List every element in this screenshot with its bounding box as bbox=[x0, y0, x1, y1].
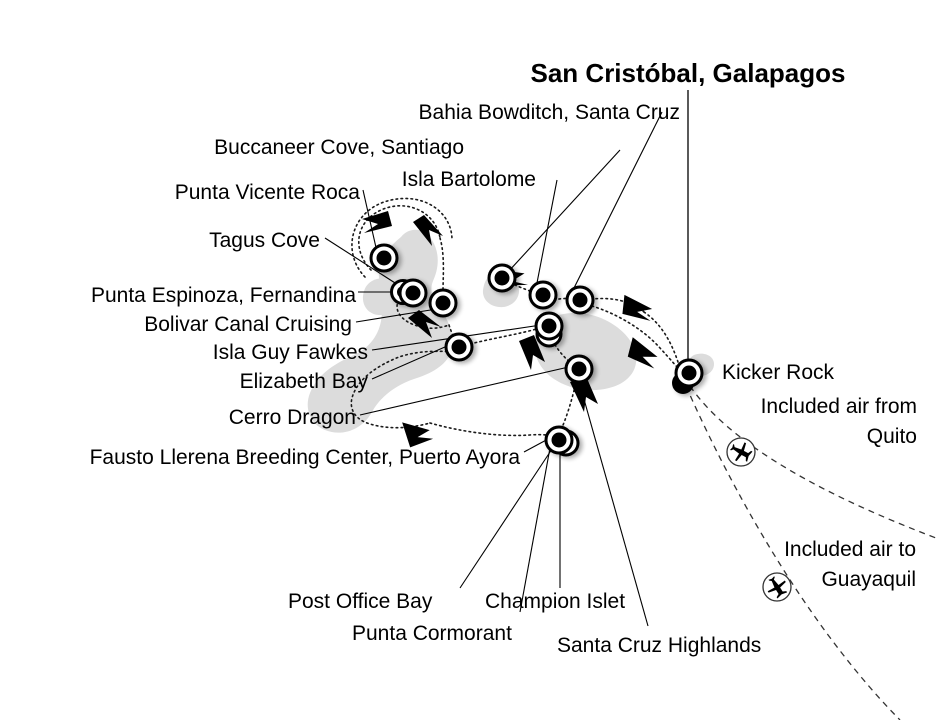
label-included-air-quito: Quito bbox=[866, 425, 917, 448]
route-direction-arrow-icon bbox=[570, 376, 598, 412]
port-marker-puerto-ayora[interactable] bbox=[544, 425, 580, 457]
route-segment-northwest bbox=[358, 205, 441, 271]
label-post-office-bay: Post Office Bay bbox=[288, 590, 433, 613]
port-marker-icon bbox=[405, 285, 421, 301]
label-punta-espinoza: Punta Espinoza, Fernandina bbox=[90, 284, 356, 307]
leader-tagus-cove bbox=[324, 237, 407, 291]
island-fernandina bbox=[362, 278, 400, 316]
port-marker-isla-bartolome[interactable] bbox=[528, 280, 558, 310]
label-tagus-cove: Tagus Cove bbox=[209, 229, 320, 252]
route-segment-cerro-dragon bbox=[429, 422, 559, 439]
route-direction-arrow-icon bbox=[402, 422, 434, 448]
islands-layer bbox=[307, 229, 714, 433]
leader-buccaneer-cove bbox=[507, 149, 621, 273]
leader-isla-bartolome bbox=[535, 179, 558, 289]
port-marker-icon bbox=[551, 432, 567, 448]
port-marker-bahia-bowditch[interactable] bbox=[565, 285, 595, 315]
airplane-icon bbox=[730, 442, 753, 462]
port-marker-icon bbox=[572, 292, 588, 308]
port-marker-icon bbox=[535, 287, 551, 303]
port-marker-icon bbox=[571, 361, 587, 377]
port-marker-icon bbox=[435, 295, 451, 311]
airplane-icon bbox=[767, 576, 788, 599]
route-direction-arrow-icon bbox=[413, 215, 443, 246]
leader-punta-cormorant bbox=[519, 447, 551, 613]
route-segment-kicker-approach-1 bbox=[643, 311, 679, 363]
leader-bahia-bowditch bbox=[571, 111, 663, 293]
label-isla-guy-fawkes: Isla Guy Fawkes bbox=[212, 341, 368, 364]
label-kicker-rock: Kicker Rock bbox=[722, 361, 835, 384]
port-marker-kicker-rock[interactable] bbox=[672, 358, 704, 394]
port-marker-icon bbox=[376, 250, 392, 266]
route-segment-isabela-east bbox=[439, 237, 445, 293]
label-elizabeth-bay: Elizabeth Bay bbox=[239, 370, 368, 393]
port-marker-punta-vicente-roca[interactable] bbox=[369, 243, 399, 273]
page-title: San Cristóbal, Galapagos bbox=[530, 58, 846, 88]
route-direction-arrow-icon bbox=[622, 294, 653, 321]
air-route-guayaquil-path bbox=[685, 385, 901, 720]
label-included-air-guayaquil: Guayaquil bbox=[821, 568, 916, 591]
air-route-quito-badge[interactable] bbox=[726, 437, 756, 467]
port-marker-buccaneer-cove[interactable] bbox=[487, 263, 517, 293]
leader-cerro-dragon bbox=[359, 365, 574, 416]
leader-punta-vicente bbox=[362, 189, 378, 253]
route-segment-south-isabela bbox=[350, 350, 453, 429]
route-direction-arrow-icon bbox=[519, 335, 545, 370]
label-santa-cruz-highlands: Santa Cruz Highlands bbox=[557, 634, 762, 657]
leader-lines-layer bbox=[324, 90, 689, 627]
label-bolivar-canal: Bolivar Canal Cruising bbox=[144, 313, 352, 336]
air-route-quito-path bbox=[689, 385, 936, 539]
route-segment-guyfawkes-west bbox=[469, 327, 541, 345]
leader-post-office-bay bbox=[459, 445, 555, 589]
label-included-air-to: Included air to bbox=[784, 538, 916, 561]
leader-bolivar-canal bbox=[355, 307, 444, 323]
label-cerro-dragon: Cerro Dragon bbox=[228, 406, 356, 429]
port-marker-elizabeth-bay[interactable] bbox=[444, 332, 474, 362]
label-included-air-from: Included air from bbox=[760, 395, 917, 418]
label-punta-cormorant: Punta Cormorant bbox=[352, 622, 512, 645]
port-markers-layer bbox=[369, 243, 704, 457]
leader-santa-cruz-highlands bbox=[577, 377, 649, 627]
label-champion-islet: Champion Islet bbox=[485, 590, 626, 613]
leader-elizabeth-bay bbox=[371, 342, 455, 380]
route-segment-santacruz-north bbox=[548, 330, 571, 363]
route-segment-espinoza bbox=[396, 295, 450, 330]
port-marker-icon bbox=[681, 365, 697, 381]
label-buccaneer-cove: Buccaneer Cove, Santiago bbox=[214, 136, 464, 159]
port-marker-icon bbox=[541, 318, 557, 334]
label-isla-bartolome: Isla Bartolome bbox=[401, 168, 536, 191]
port-marker-icon bbox=[494, 270, 510, 286]
port-marker-isla-guy-fawkes[interactable] bbox=[534, 311, 564, 348]
port-marker-tagus-cove[interactable] bbox=[428, 288, 458, 318]
route-direction-arrow-icon bbox=[408, 310, 441, 338]
route-direction-arrow-icon bbox=[627, 337, 658, 369]
label-punta-vicente-roca: Punta Vicente Roca bbox=[174, 181, 360, 204]
route-direction-arrow-icon bbox=[362, 211, 392, 233]
air-routes-layer bbox=[685, 385, 936, 720]
port-marker-punta-espinoza[interactable] bbox=[390, 278, 428, 308]
port-marker-icon bbox=[451, 339, 467, 355]
port-marker-cerro-dragon[interactable] bbox=[564, 354, 594, 384]
label-bahia-bowditch: Bahia Bowditch, Santa Cruz bbox=[418, 101, 680, 124]
label-fausto-llerena: Fausto Llerena Breeding Center, Puerto A… bbox=[89, 446, 520, 469]
air-route-guayaquil-badge[interactable] bbox=[762, 572, 792, 602]
